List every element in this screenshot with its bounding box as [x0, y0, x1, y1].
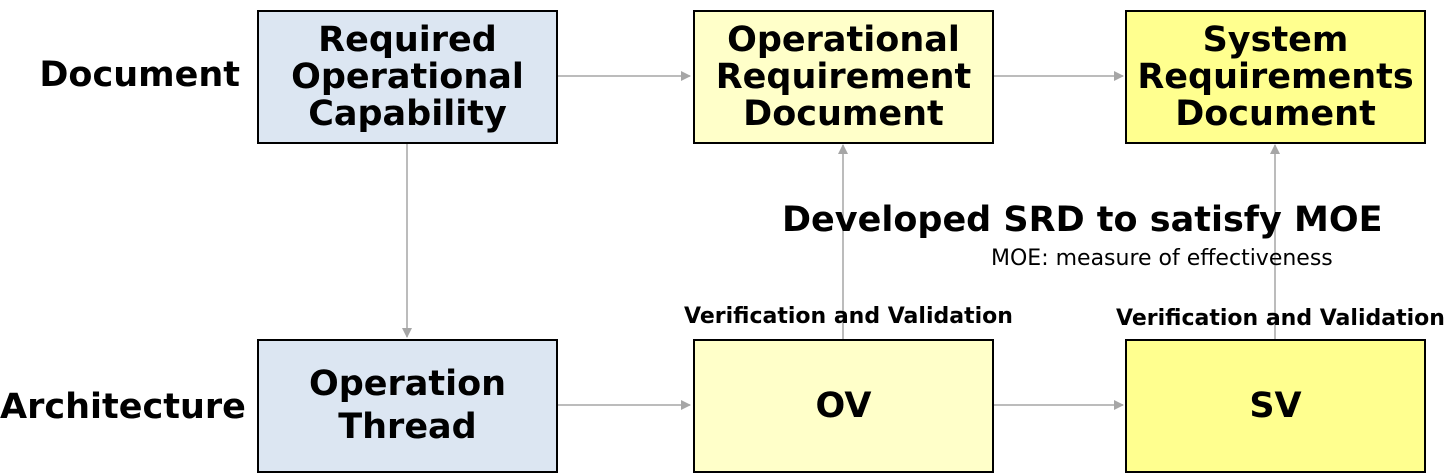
box-sv-label: SV — [1249, 385, 1302, 426]
box-roc-line-3: Capability — [308, 93, 507, 134]
box-op-thread-text: Operation Thread — [309, 366, 506, 446]
box-roc-line-2: Operational — [291, 56, 524, 97]
box-srd-line-2: Requirements — [1137, 56, 1414, 97]
box-ov-label: OV — [815, 385, 872, 426]
box-operational-requirement-document: Operational Requirement Document — [693, 10, 994, 144]
box-operation-thread: Operation Thread — [257, 339, 558, 473]
box-ord-text: Operational Requirement Document — [715, 19, 972, 134]
box-required-operational-capability: Required Operational Capability — [257, 10, 558, 144]
vv-label-sv: Verification and Validation — [1116, 306, 1445, 331]
box-roc-text: Required Operational Capability — [291, 19, 524, 134]
row-label-architecture: Architecture — [0, 387, 246, 427]
caption-developed-srd: Developed SRD to satisfy MOE — [782, 200, 1383, 240]
box-op-thread-line-2: Thread — [338, 407, 477, 447]
box-system-requirements-document: System Requirements Document — [1125, 10, 1426, 144]
box-roc-line-1: Required — [318, 19, 497, 60]
box-op-thread-line-1: Operation — [308, 364, 507, 404]
box-ord-line-1: Operational — [727, 19, 960, 60]
box-srd-text: System Requirements Document — [1137, 19, 1414, 134]
vv-label-ov: Verification and Validation — [684, 304, 1013, 329]
caption-moe-definition: MOE: measure of effectiveness — [991, 246, 1333, 271]
box-ord-line-2: Requirement — [715, 56, 972, 97]
box-srd-line-1: System — [1202, 19, 1349, 60]
box-sv: SV — [1125, 339, 1426, 473]
box-ov: OV — [693, 339, 994, 473]
box-srd-line-3: Document — [1175, 93, 1376, 134]
row-label-document: Document — [39, 55, 240, 95]
box-ord-line-3: Document — [743, 93, 944, 134]
